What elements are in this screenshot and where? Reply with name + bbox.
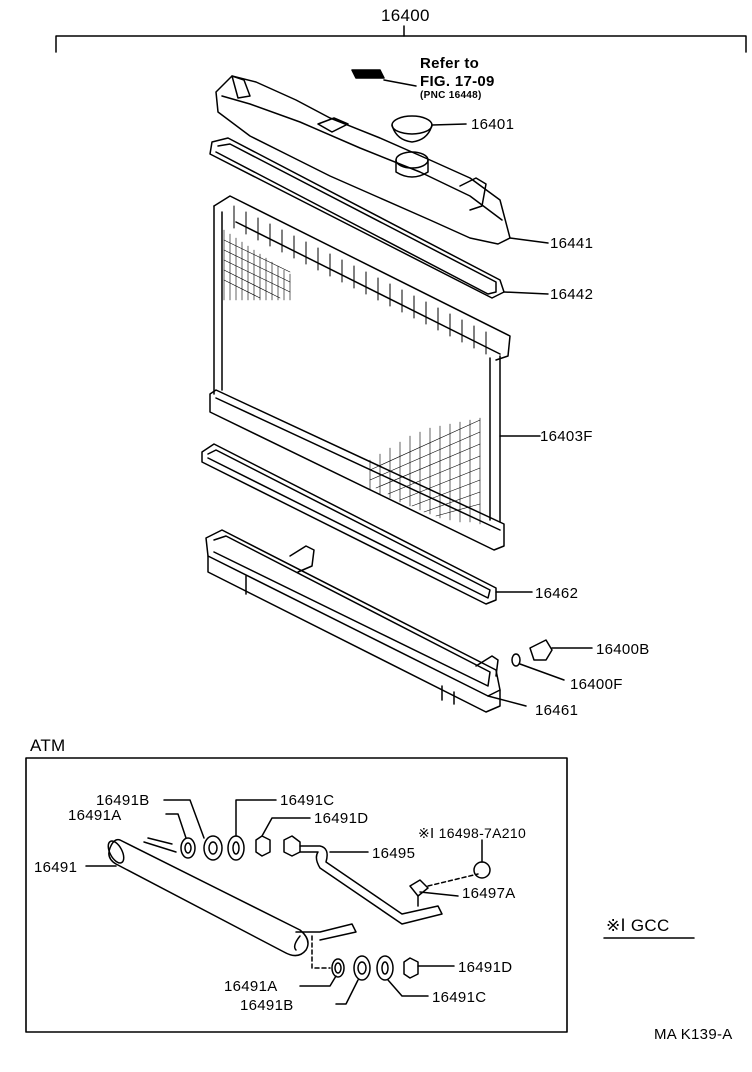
part-16491A-top-label: 16491A	[68, 807, 122, 824]
assembly-number-label: 16400	[381, 6, 430, 25]
part-16497A-label: 16497A	[462, 885, 516, 902]
part-16491A-bottom-label: 16491A	[224, 978, 278, 995]
part-16498-label: ※Ⅰ 16498-7A210	[418, 825, 527, 841]
drain-cock-part	[511, 639, 593, 681]
lower-tank-part	[205, 529, 527, 713]
part-16491B-top-label: 16491B	[96, 792, 150, 809]
part-16400B-label: 16400B	[596, 641, 650, 658]
part-16491D-top-label: 16491D	[314, 810, 369, 827]
upper-gasket-part	[209, 137, 549, 299]
part-16400F-label: 16400F	[570, 676, 623, 693]
part-16401-label: 16401	[471, 116, 515, 133]
refer-to-label: Refer to	[420, 55, 480, 72]
gcc-note-label: ※Ⅰ GCC	[606, 916, 670, 935]
refer-pnc-label: (PNC 16448)	[420, 90, 482, 101]
part-16491-label: 16491	[34, 859, 78, 876]
washers-top	[163, 799, 311, 861]
upper-tank-part	[215, 75, 549, 245]
part-16491C-bottom-label: 16491C	[432, 989, 487, 1006]
part-16491D-bottom-label: 16491D	[458, 959, 513, 976]
part-16462-label: 16462	[535, 585, 579, 602]
part-16442-label: 16442	[550, 286, 594, 303]
lower-gasket-part	[201, 443, 533, 605]
atm-title: ATM	[30, 736, 66, 755]
part-16403F-label: 16403F	[540, 428, 593, 445]
part-16495-label: 16495	[372, 845, 416, 862]
part-16491B-bottom-label: 16491B	[240, 997, 294, 1014]
part-16461-label: 16461	[535, 702, 579, 719]
clamp-part	[409, 839, 491, 907]
figure-code-label: MA K139-A	[654, 1026, 733, 1043]
oil-cooler-part	[85, 837, 357, 957]
part-16491C-top-label: 16491C	[280, 792, 335, 809]
part-16441-label: 16441	[550, 235, 594, 252]
radiator-core-part	[209, 195, 541, 551]
refer-figure-label: FIG. 17-09	[420, 73, 495, 90]
atm-box	[25, 757, 568, 1033]
radiator-cap-part	[391, 115, 467, 143]
assembly-bracket	[55, 35, 747, 53]
oil-cooler-tube-part	[283, 835, 443, 925]
washers-bottom	[299, 935, 455, 1005]
